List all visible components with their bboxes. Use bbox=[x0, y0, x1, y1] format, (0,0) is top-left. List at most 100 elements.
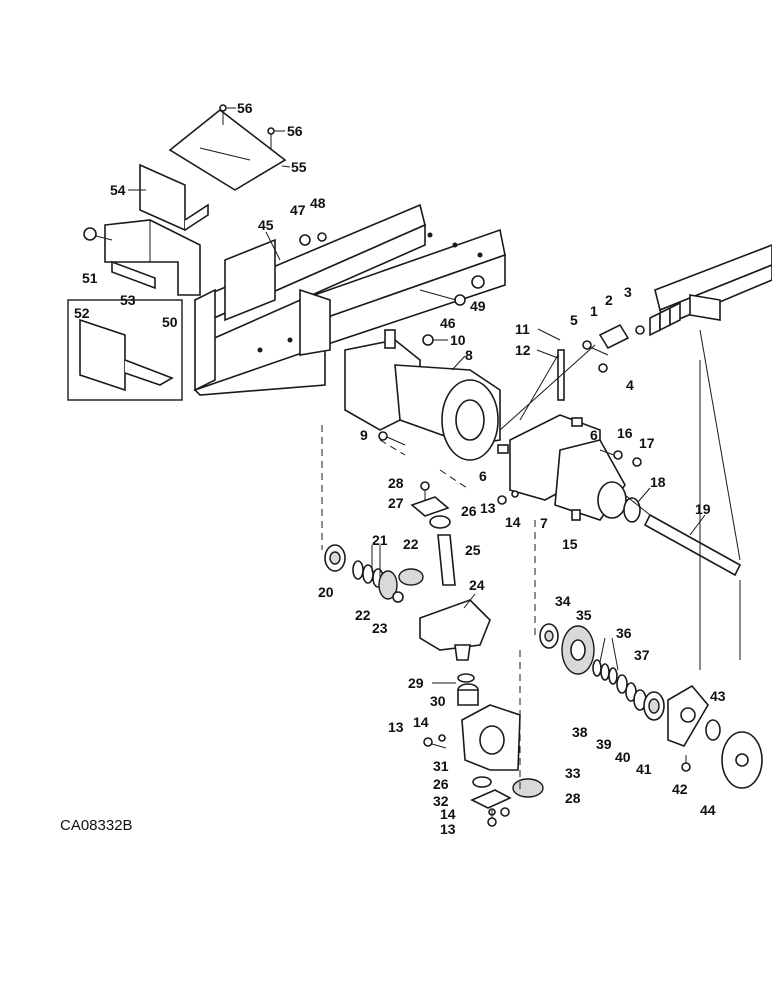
callout-13-c: 13 bbox=[440, 821, 456, 837]
housing-24 bbox=[419, 599, 491, 661]
bolt-51 bbox=[83, 227, 113, 241]
callout-39: 39 bbox=[596, 736, 612, 752]
callout-18: 18 bbox=[650, 474, 666, 490]
callout-32: 32 bbox=[433, 793, 449, 809]
callout-12: 12 bbox=[515, 342, 531, 358]
axle-shaft-19 bbox=[643, 513, 742, 577]
callout-31: 31 bbox=[433, 758, 449, 774]
callout-47: 47 bbox=[290, 202, 306, 218]
callout-14-b: 14 bbox=[413, 714, 429, 730]
nut-47 bbox=[299, 234, 311, 246]
callout-16: 16 bbox=[617, 425, 633, 441]
callout-46: 46 bbox=[440, 315, 456, 331]
sleeve-30 bbox=[457, 683, 479, 706]
callout-1: 1 bbox=[590, 303, 598, 319]
callout-22-b: 22 bbox=[355, 607, 371, 623]
gear-35 bbox=[561, 625, 595, 675]
callout-35: 35 bbox=[576, 607, 592, 623]
bolt-16 bbox=[599, 449, 623, 460]
oring-18 bbox=[623, 497, 641, 523]
bolt-13-a bbox=[497, 495, 507, 505]
bearing-40 bbox=[643, 691, 665, 721]
gear-33 bbox=[512, 778, 544, 798]
bearing-20 bbox=[324, 544, 346, 572]
cover-27 bbox=[410, 496, 450, 517]
callout-23: 23 bbox=[372, 620, 388, 636]
callout-14-c: 14 bbox=[440, 806, 456, 822]
callout-17: 17 bbox=[639, 435, 655, 451]
callout-22-a: 22 bbox=[403, 536, 419, 552]
ring-29 bbox=[457, 673, 475, 683]
callout-13-a: 13 bbox=[480, 500, 496, 516]
callout-28-b: 28 bbox=[565, 790, 581, 806]
callout-19: 19 bbox=[695, 501, 711, 517]
snap-ring-23 bbox=[392, 591, 404, 603]
washer-14-b bbox=[438, 734, 446, 742]
drawing-code: CA08332B bbox=[60, 817, 133, 834]
callout-10: 10 bbox=[450, 332, 466, 348]
seal-26-b bbox=[472, 776, 492, 788]
callout-25: 25 bbox=[465, 542, 481, 558]
callout-54: 54 bbox=[110, 182, 126, 198]
shims-36 bbox=[592, 659, 618, 685]
callout-43: 43 bbox=[710, 688, 726, 704]
callout-14-a: 14 bbox=[505, 514, 521, 530]
callout-6-b: 6 bbox=[479, 468, 487, 484]
bolt-9 bbox=[378, 431, 406, 446]
shims-3 bbox=[649, 301, 681, 337]
callout-28-a: 28 bbox=[388, 475, 404, 491]
washer-14-a bbox=[511, 490, 519, 498]
cover-32 bbox=[470, 789, 512, 809]
callout-24: 24 bbox=[469, 577, 485, 593]
seal-26-a bbox=[429, 515, 451, 529]
callout-5: 5 bbox=[570, 312, 578, 328]
bolt-5 bbox=[582, 340, 609, 356]
bolt-28-b bbox=[500, 807, 510, 817]
bolt-56-b bbox=[267, 127, 275, 150]
callout-41: 41 bbox=[636, 761, 652, 777]
callout-40: 40 bbox=[615, 749, 631, 765]
callout-20: 20 bbox=[318, 584, 334, 600]
callout-56-b: 56 bbox=[287, 123, 303, 139]
bolt-46 bbox=[419, 289, 466, 306]
callout-30: 30 bbox=[430, 693, 446, 709]
callout-21: 21 bbox=[372, 532, 388, 548]
callout-8: 8 bbox=[465, 347, 473, 363]
bearing-34 bbox=[539, 623, 559, 649]
callout-53: 53 bbox=[120, 292, 136, 308]
stud-15 bbox=[571, 509, 581, 521]
assembly-lines bbox=[321, 329, 741, 790]
callout-56-a: 56 bbox=[237, 100, 253, 116]
callout-26-b: 26 bbox=[433, 776, 449, 792]
seal-43 bbox=[705, 719, 721, 741]
spacer-37 bbox=[616, 674, 628, 694]
nut-17 bbox=[632, 457, 642, 467]
shaft-25 bbox=[437, 534, 456, 586]
gear-22-b bbox=[398, 568, 424, 586]
callout-13-b: 13 bbox=[388, 719, 404, 735]
bracket-1 bbox=[598, 323, 630, 350]
callout-29: 29 bbox=[408, 675, 424, 691]
dowel-6-a bbox=[571, 417, 583, 427]
bolt-28-a bbox=[420, 481, 430, 500]
callout-48: 48 bbox=[310, 195, 326, 211]
callout-50: 50 bbox=[162, 314, 178, 330]
hub-44 bbox=[721, 731, 763, 789]
callout-6-a: 6 bbox=[590, 427, 598, 443]
bolt-56-a bbox=[219, 104, 227, 125]
washer-2 bbox=[635, 325, 645, 335]
callout-7: 7 bbox=[540, 515, 548, 531]
callout-36: 36 bbox=[616, 625, 632, 641]
callout-49: 49 bbox=[470, 298, 486, 314]
callout-3: 3 bbox=[624, 284, 632, 300]
cover-plate-55 bbox=[168, 108, 287, 191]
callout-26-a: 26 bbox=[461, 503, 477, 519]
callout-34: 34 bbox=[555, 593, 571, 609]
shield-54 bbox=[139, 163, 209, 232]
bolt-4 bbox=[598, 363, 608, 373]
washer-48 bbox=[317, 232, 327, 242]
callout-55: 55 bbox=[291, 159, 307, 175]
bolt-42 bbox=[681, 755, 691, 772]
bar-53 bbox=[111, 260, 156, 290]
